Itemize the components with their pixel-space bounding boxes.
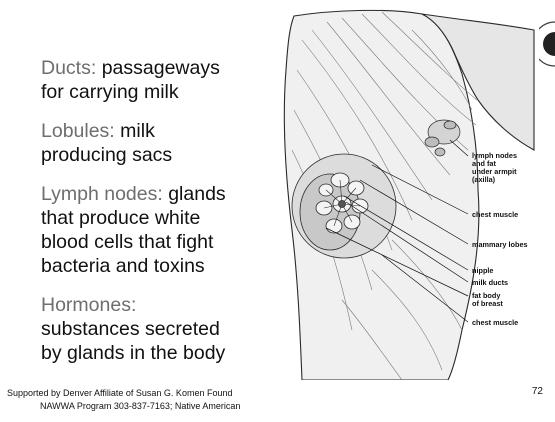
label-chest-muscle-2: chest muscle <box>472 318 518 327</box>
term-lymph-text1: glands <box>168 183 225 205</box>
term-lobules-text1: milk <box>120 120 155 142</box>
term-lobules-text2: producing sacs <box>41 143 172 167</box>
breast-anatomy-illustration: lymph nodes and fat under armpit (axilla… <box>272 0 555 380</box>
term-lobules-key: Lobules: <box>41 120 115 142</box>
label-nipple: nipple <box>472 266 494 275</box>
term-lymph-text3: blood cells that fight <box>41 230 226 254</box>
term-hormones-text3: by glands in the body <box>41 341 225 365</box>
term-hormones-key: Hormones: <box>41 294 136 316</box>
term-ducts-key: Ducts: <box>41 57 96 79</box>
label-milk-ducts: milk ducts <box>472 278 508 287</box>
page-number: 72 <box>532 386 543 397</box>
term-lymph-text4: bacteria and toxins <box>41 254 226 278</box>
term-hormones-text2: substances secreted <box>41 317 225 341</box>
label-fat-2: of breast <box>472 299 503 308</box>
label-lymph-4: (axilla) <box>472 175 496 184</box>
footer-line-1: Supported by Denver Affiliate of Susan G… <box>7 388 232 398</box>
term-lymph-nodes: Lymph nodes: glands that produce white b… <box>41 182 226 278</box>
term-lobules: Lobules: milk producing sacs <box>41 119 172 167</box>
label-mammary-lobes: mammary lobes <box>472 240 528 249</box>
term-ducts: Ducts: passageways for carrying milk <box>41 56 220 104</box>
term-lymph-key: Lymph nodes: <box>41 183 163 205</box>
logo-icon <box>539 18 555 70</box>
label-chest-muscle: chest muscle <box>472 210 518 219</box>
footer-line-2: NAWWA Program 303-837-7163; Native Ameri… <box>40 401 240 411</box>
term-lymph-text2: that produce white <box>41 206 226 230</box>
term-ducts-text2: for carrying milk <box>41 80 220 104</box>
term-ducts-text1: passageways <box>102 57 220 79</box>
term-hormones: Hormones: substances secreted by glands … <box>41 293 225 365</box>
